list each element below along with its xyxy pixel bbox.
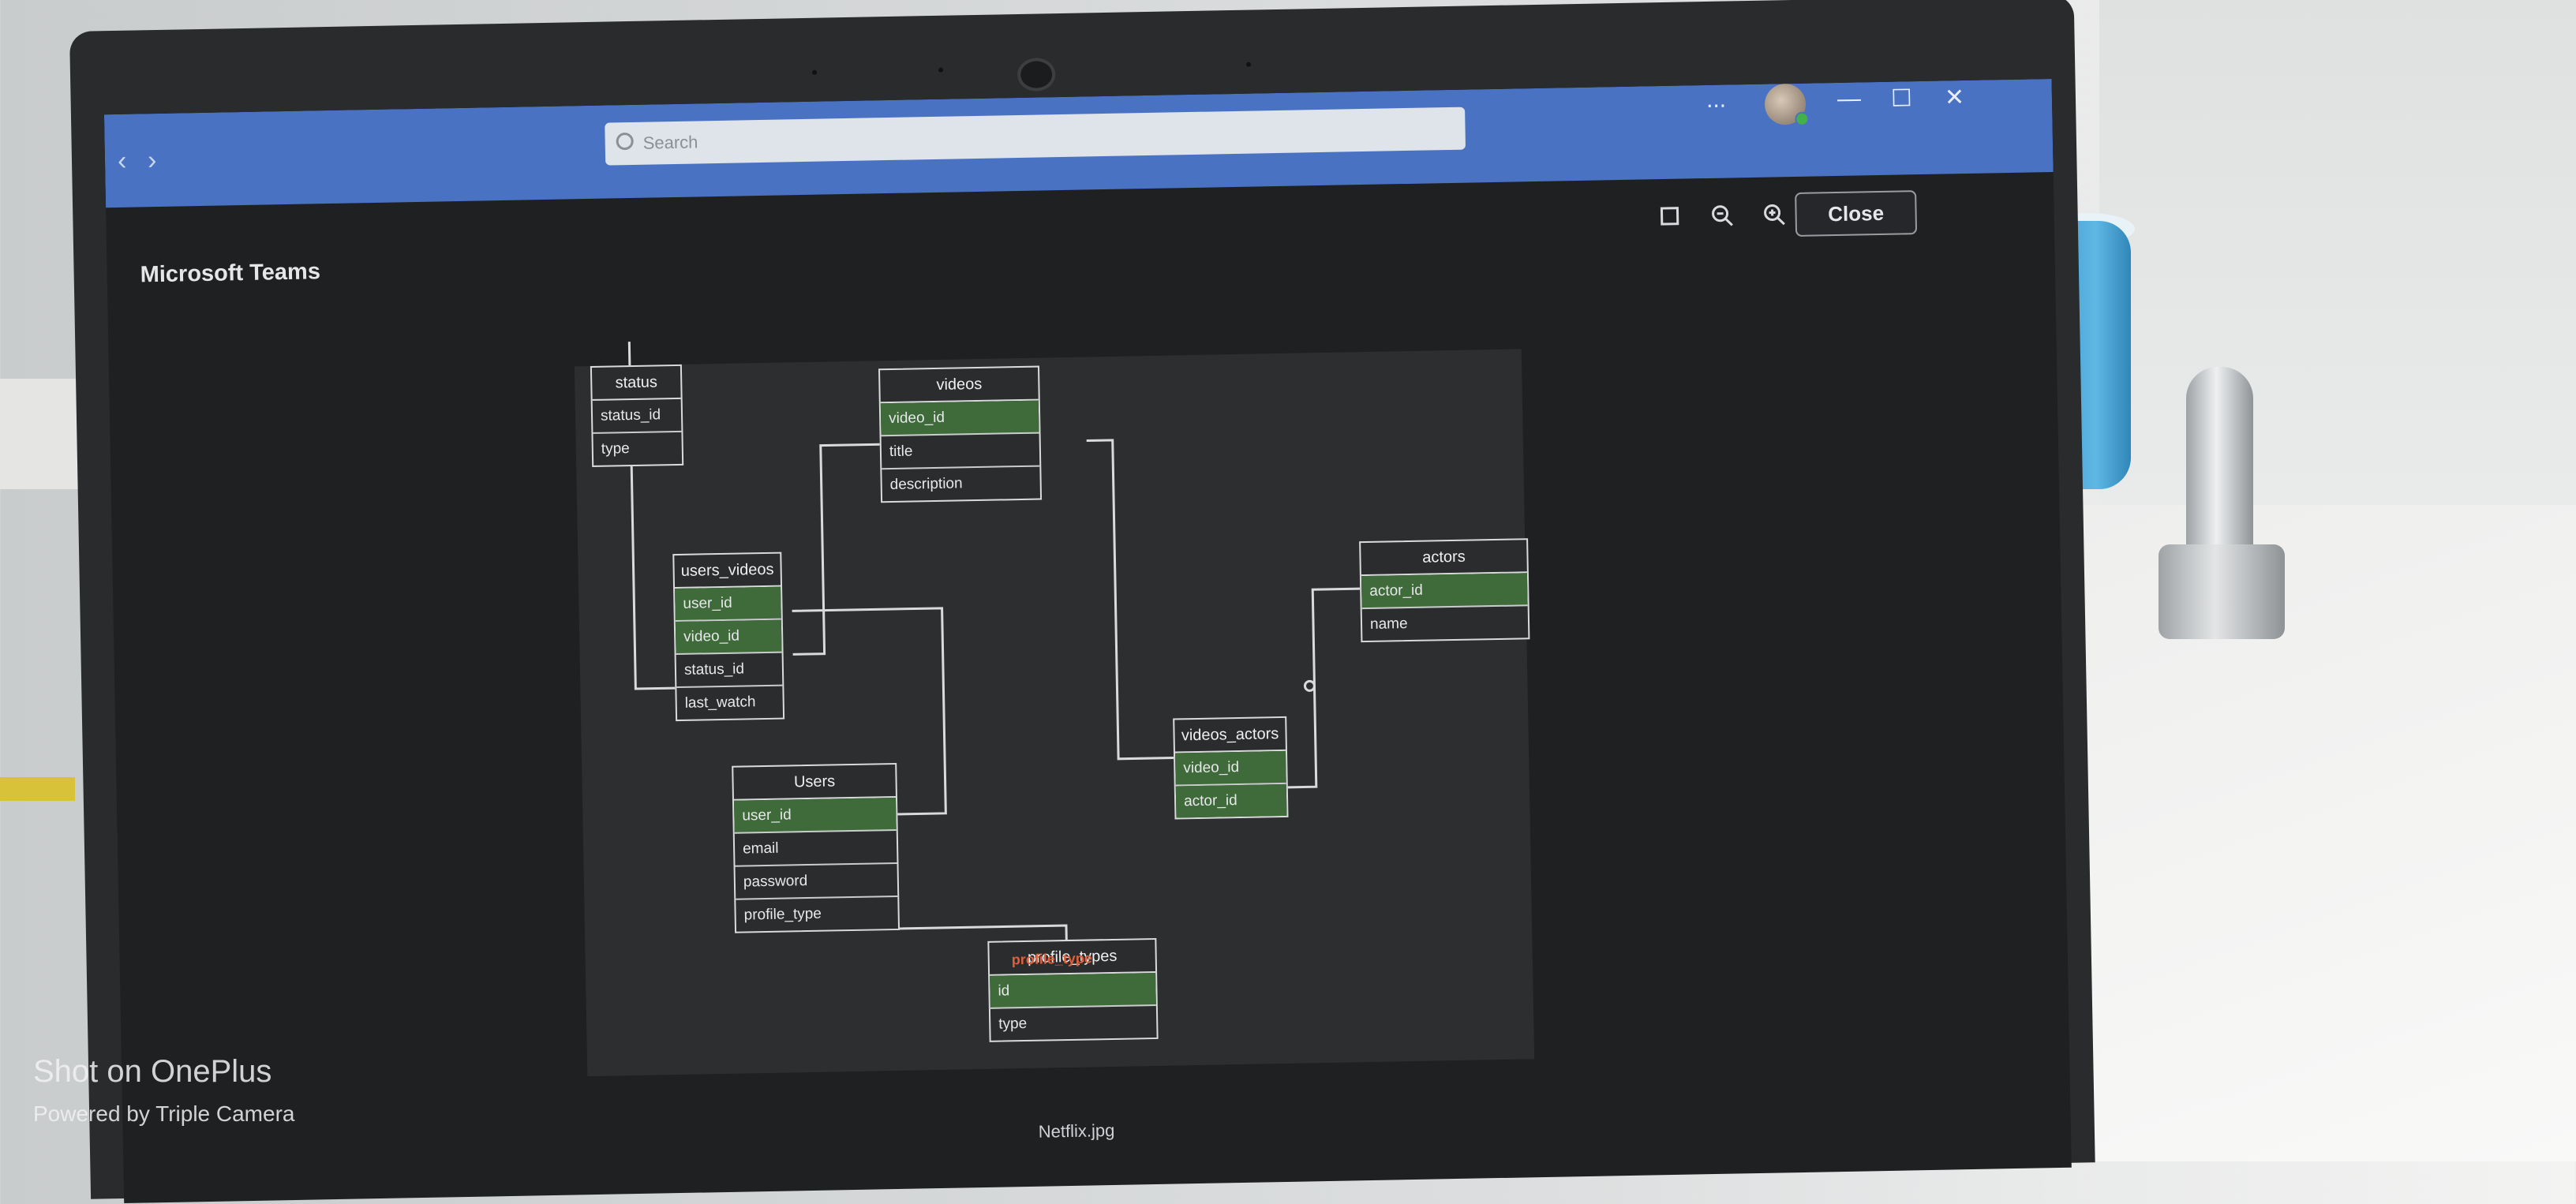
table-field: title xyxy=(882,434,1040,470)
sensor-dot xyxy=(812,70,817,75)
camera-watermark-title: Shot on OnePlus xyxy=(33,1054,271,1090)
table-field: actor_id xyxy=(1176,784,1287,818)
table-field: id xyxy=(990,973,1156,1009)
videos-table: videos video_id title description xyxy=(878,366,1042,503)
relationship-label: profile_type xyxy=(1012,950,1092,968)
table-title: users_videos xyxy=(674,554,781,589)
left-shelf xyxy=(0,379,79,489)
laptop-bezel: ‹ › Search ... — ☐ ✕ Close Microsoft T xyxy=(69,0,2095,1199)
yellow-cable xyxy=(0,777,75,801)
metal-stand-stem xyxy=(2186,367,2253,560)
table-field: password xyxy=(736,864,898,900)
table-field: last_watch xyxy=(676,686,783,720)
metal-stand-base xyxy=(2159,544,2285,639)
table-field: type xyxy=(593,432,682,466)
table-title: videos xyxy=(880,368,1039,404)
table-field: user_id xyxy=(734,798,897,834)
desk-surface xyxy=(2052,505,2576,1161)
table-field: status_id xyxy=(676,653,783,688)
table-field: type xyxy=(990,1006,1157,1041)
sensor-dot xyxy=(1246,62,1251,67)
table-field: description xyxy=(882,467,1040,502)
actors-table: actors actor_id name xyxy=(1359,538,1530,642)
screen: ‹ › Search ... — ☐ ✕ Close Microsoft T xyxy=(104,79,2072,1203)
status-table: status status_id type xyxy=(590,365,683,467)
table-field: video_id xyxy=(676,620,782,655)
webcam xyxy=(1017,58,1056,92)
table-field: video_id xyxy=(1175,751,1286,787)
table-field: name xyxy=(1362,606,1529,641)
users-videos-table: users_videos user_id video_id status_id … xyxy=(672,552,784,721)
table-title: videos_actors xyxy=(1174,718,1286,753)
table-field: status_id xyxy=(593,399,682,434)
table-title: status xyxy=(592,366,681,401)
table-field: profile_type xyxy=(736,897,898,932)
videos-actors-table: videos_actors video_id actor_id xyxy=(1173,716,1288,820)
users-table: Users user_id email password profile_typ… xyxy=(732,763,900,933)
table-title: Users xyxy=(733,765,896,801)
table-field: actor_id xyxy=(1361,573,1528,609)
camera-watermark-subtitle: Powered by Triple Camera xyxy=(33,1101,294,1127)
table-field: user_id xyxy=(675,587,781,622)
table-title: actors xyxy=(1361,540,1527,576)
table-field: video_id xyxy=(881,401,1039,437)
sensor-dot xyxy=(938,68,943,73)
table-field: email xyxy=(735,831,897,867)
file-name: Netflix.jpg xyxy=(1039,1120,1115,1142)
